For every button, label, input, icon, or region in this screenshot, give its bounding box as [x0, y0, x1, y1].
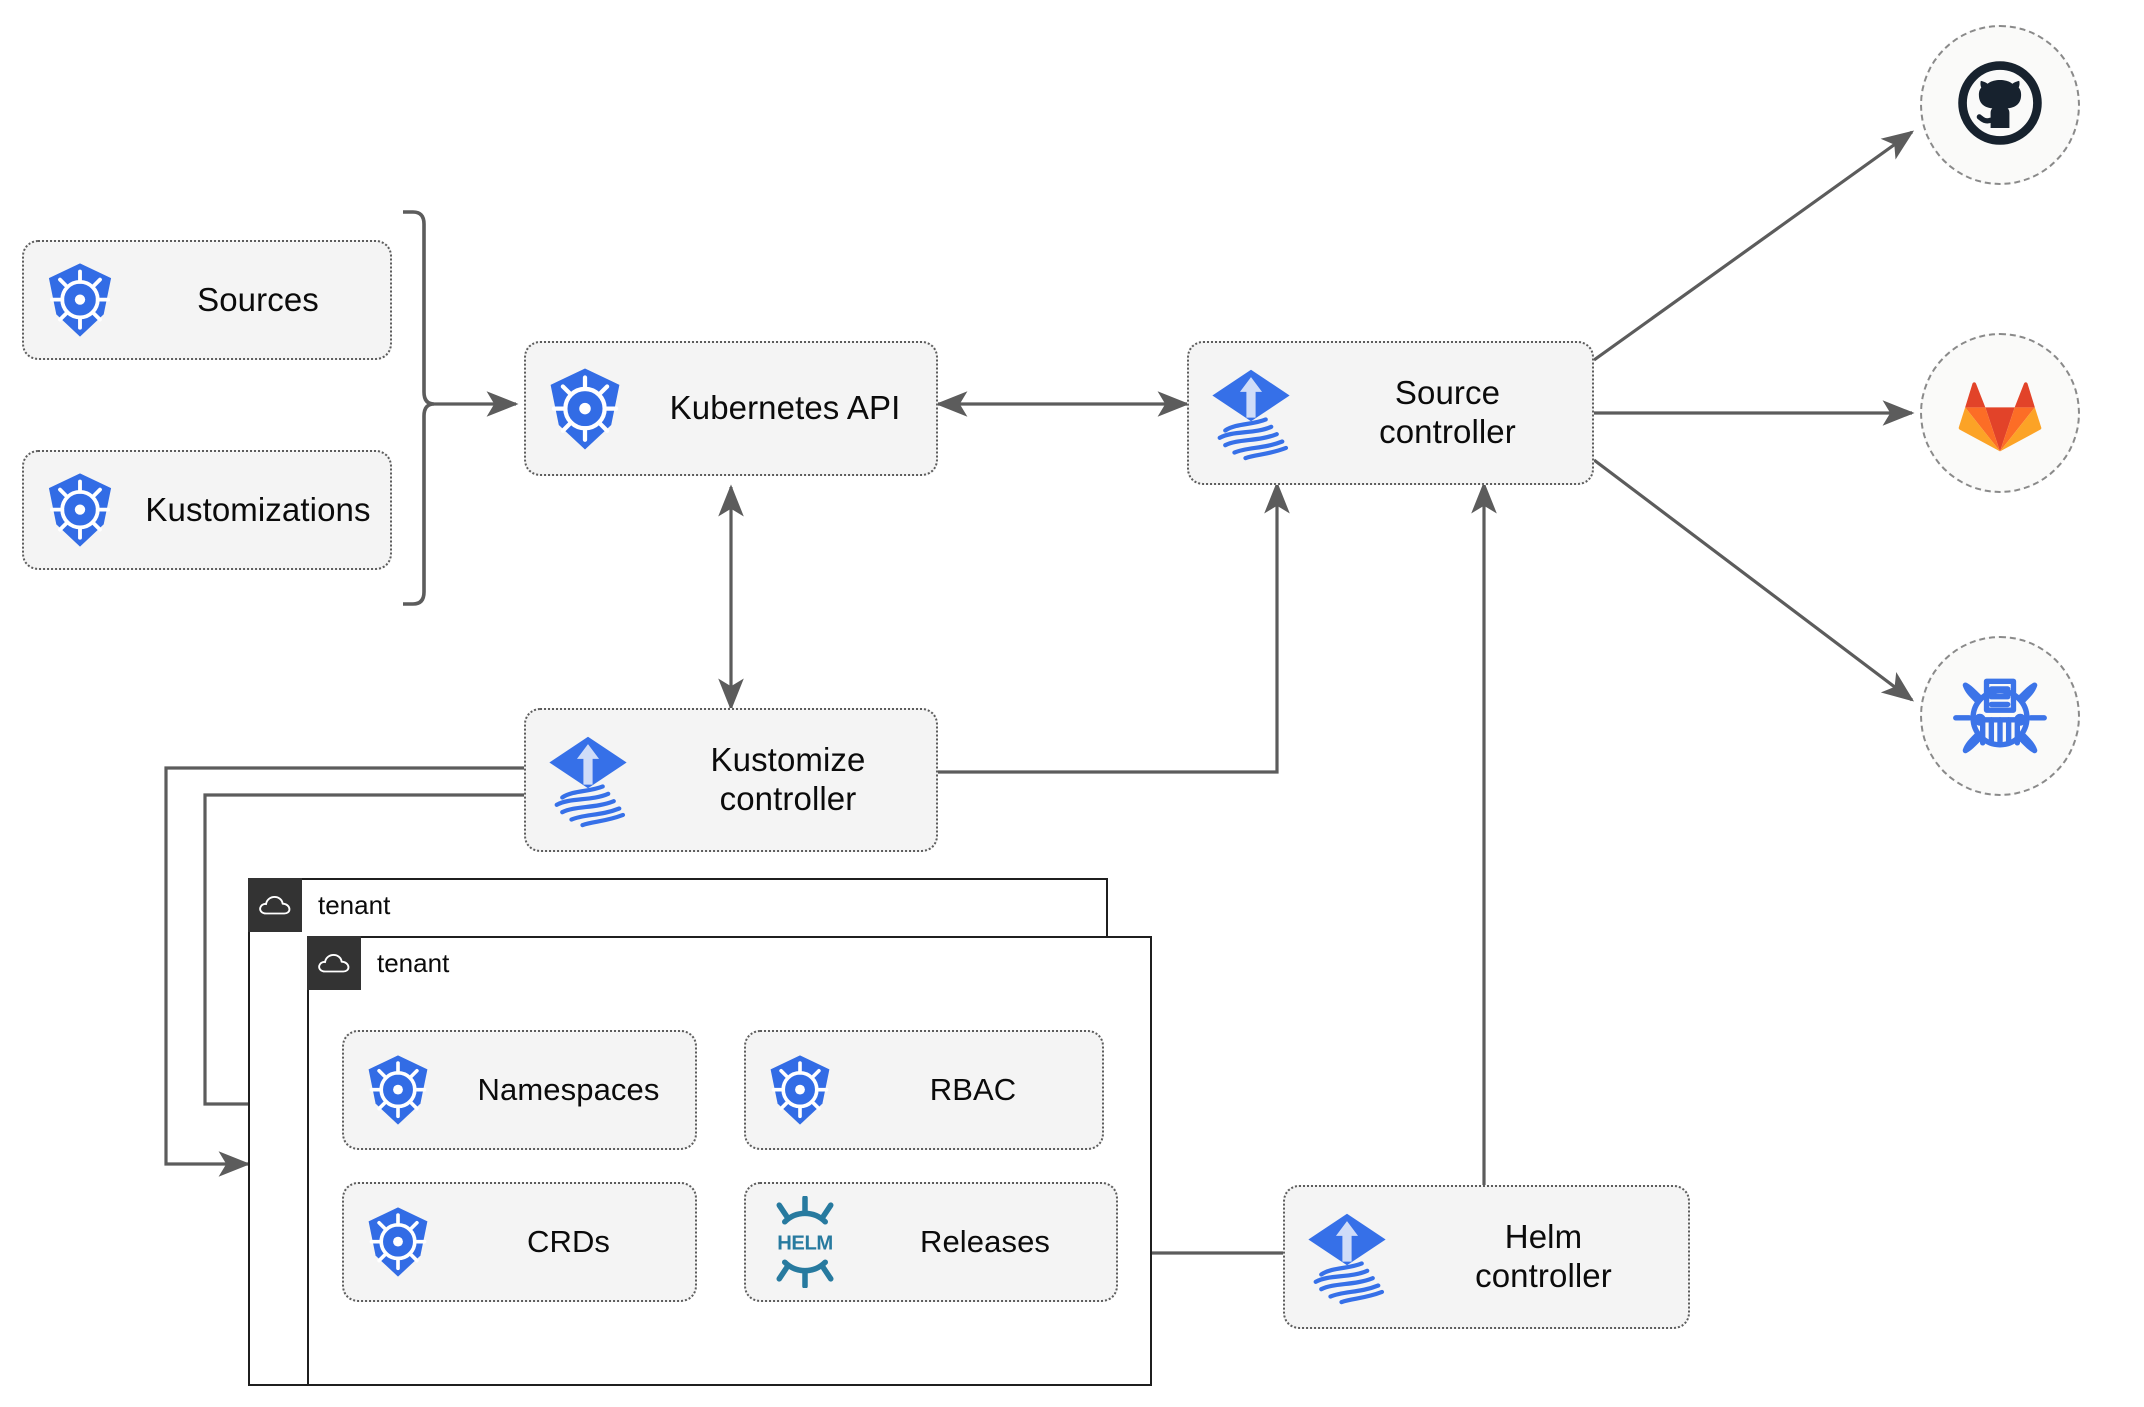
gitlab-icon	[1954, 367, 2046, 460]
external-source-gitlab[interactable]	[1920, 333, 2080, 493]
node-namespaces-label: Namespaces	[477, 1071, 660, 1107]
node-helm-controller[interactable]: Helm controller	[1283, 1185, 1690, 1329]
tenant-header: tenant	[307, 936, 449, 990]
node-helm-controller-label: Helm controller	[1475, 1218, 1612, 1294]
flux-icon	[1189, 341, 1313, 485]
kubernetes-icon	[344, 1030, 452, 1150]
tenant-label: tenant	[318, 889, 391, 920]
flux-icon	[526, 708, 650, 852]
edge-kustomize-source	[938, 481, 1290, 774]
node-kustomize-controller-label: Kustomize controller	[710, 741, 866, 817]
node-sources-label: Sources	[197, 280, 319, 318]
github-icon	[1952, 55, 2048, 156]
kubernetes-icon	[24, 240, 136, 360]
tenant-header: tenant	[248, 878, 390, 932]
edge-resources-brace	[403, 210, 435, 606]
tenant-label: tenant	[377, 947, 450, 978]
node-kubernetes-api-label: Kubernetes API	[669, 389, 901, 427]
node-source-controller-label: Source controller	[1379, 374, 1516, 450]
helm-icon: HELM	[746, 1182, 864, 1302]
edge-source-registry	[1593, 458, 1915, 702]
node-source-controller[interactable]: Source controller	[1187, 341, 1594, 485]
tenant-container-front[interactable]: tenant	[307, 936, 1152, 1386]
flux-icon	[1285, 1185, 1409, 1329]
node-rbac[interactable]: RBAC	[744, 1030, 1104, 1150]
node-rbac-label: RBAC	[929, 1071, 1017, 1107]
helm-wordmark: HELM	[777, 1232, 832, 1254]
node-kustomizations-label: Kustomizations	[145, 490, 371, 528]
kubernetes-icon	[24, 450, 136, 570]
kubernetes-icon	[344, 1182, 452, 1302]
node-kustomize-controller[interactable]: Kustomize controller	[524, 708, 938, 852]
kubernetes-icon	[746, 1030, 854, 1150]
edge-source-github	[1593, 130, 1915, 362]
cloud-icon	[307, 936, 361, 990]
node-releases-label: Releases	[919, 1223, 1051, 1259]
node-kustomizations[interactable]: Kustomizations	[22, 450, 392, 570]
node-namespaces[interactable]: Namespaces	[342, 1030, 697, 1150]
node-releases[interactable]: HELM Releases	[744, 1182, 1118, 1302]
node-crds-label: CRDs	[526, 1223, 611, 1259]
node-crds[interactable]: CRDs	[342, 1182, 697, 1302]
kubernetes-icon	[526, 341, 644, 476]
node-sources[interactable]: Sources	[22, 240, 392, 360]
helm-chart-registry-icon	[1950, 664, 2050, 769]
cloud-icon	[248, 878, 302, 932]
external-source-github[interactable]	[1920, 25, 2080, 185]
external-source-helm-registry[interactable]	[1920, 636, 2080, 796]
node-kubernetes-api[interactable]: Kubernetes API	[524, 341, 938, 476]
